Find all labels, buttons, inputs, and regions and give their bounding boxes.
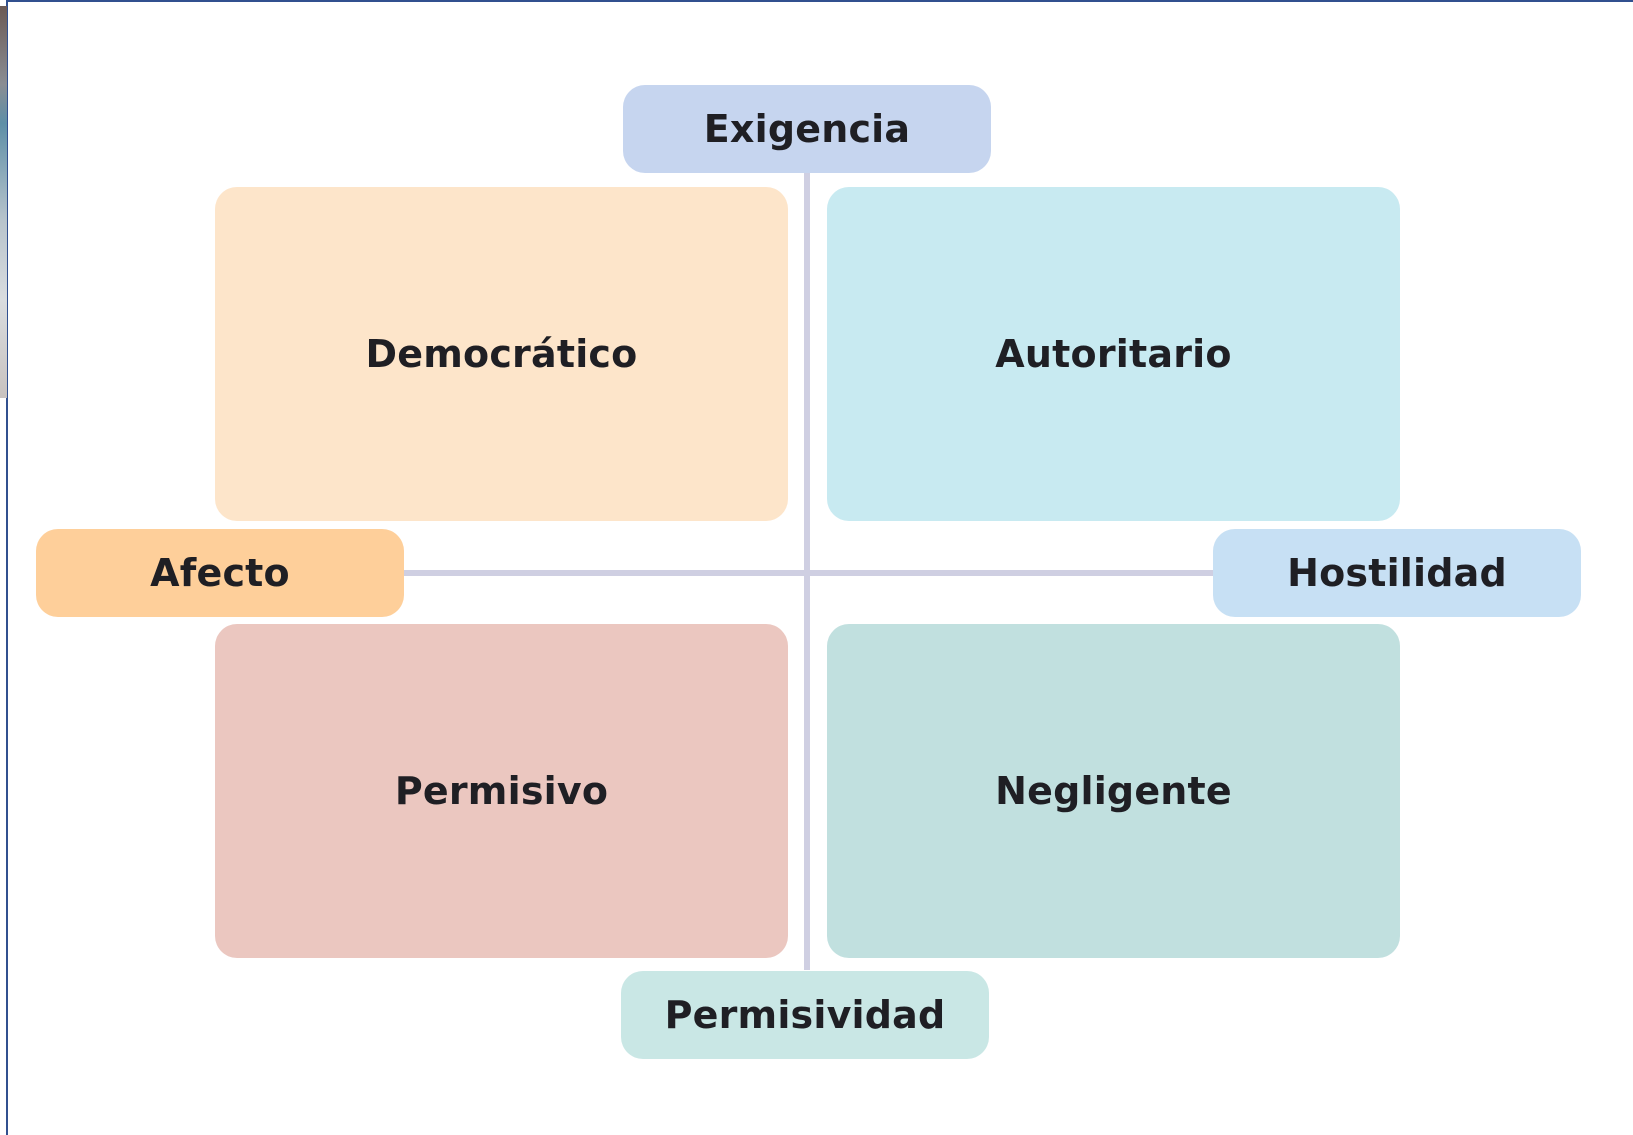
axis-label-bottom: Permisividad <box>621 971 989 1059</box>
quadrant-democratico: Democrático <box>215 187 788 521</box>
frame-left-border <box>0 0 8 1135</box>
axis-label-text: Afecto <box>150 551 290 595</box>
axis-label-text: Permisividad <box>664 993 946 1037</box>
quadrant-negligente: Negligente <box>827 624 1400 958</box>
quadrant-label: Permisivo <box>394 769 609 813</box>
axis-label-right: Hostilidad <box>1213 529 1581 617</box>
frame-top-border <box>0 0 1633 4</box>
axis-label-top: Exigencia <box>623 85 991 173</box>
quadrant-autoritario: Autoritario <box>827 187 1400 521</box>
axis-label-left: Afecto <box>36 529 404 617</box>
quadrant-label: Negligente <box>995 769 1232 813</box>
axis-label-text: Exigencia <box>703 107 911 151</box>
quadrant-permisivo: Permisivo <box>215 624 788 958</box>
quadrant-label: Democrático <box>365 332 638 376</box>
quadrant-label: Autoritario <box>995 332 1232 376</box>
cropped-photo-edge <box>0 6 7 398</box>
horizontal-axis-line <box>395 570 1225 576</box>
axis-label-text: Hostilidad <box>1287 551 1507 595</box>
